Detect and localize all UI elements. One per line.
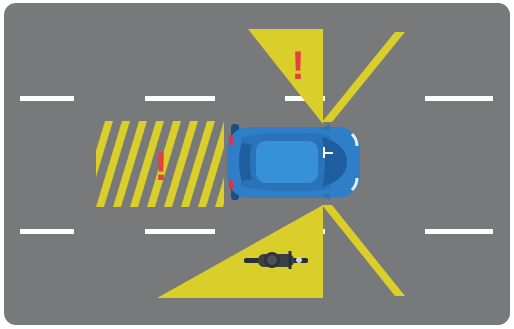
lane-dash xyxy=(20,229,74,234)
lane-dash xyxy=(425,229,493,234)
lane-dash xyxy=(145,229,215,234)
lane-dash xyxy=(145,96,215,101)
car-icon xyxy=(227,124,360,200)
top-warning-exclamation-icon: ! xyxy=(291,44,304,88)
lane-dash xyxy=(425,96,493,101)
lane-dash xyxy=(20,96,74,101)
left-warning-exclamation-icon: ! xyxy=(154,145,167,189)
